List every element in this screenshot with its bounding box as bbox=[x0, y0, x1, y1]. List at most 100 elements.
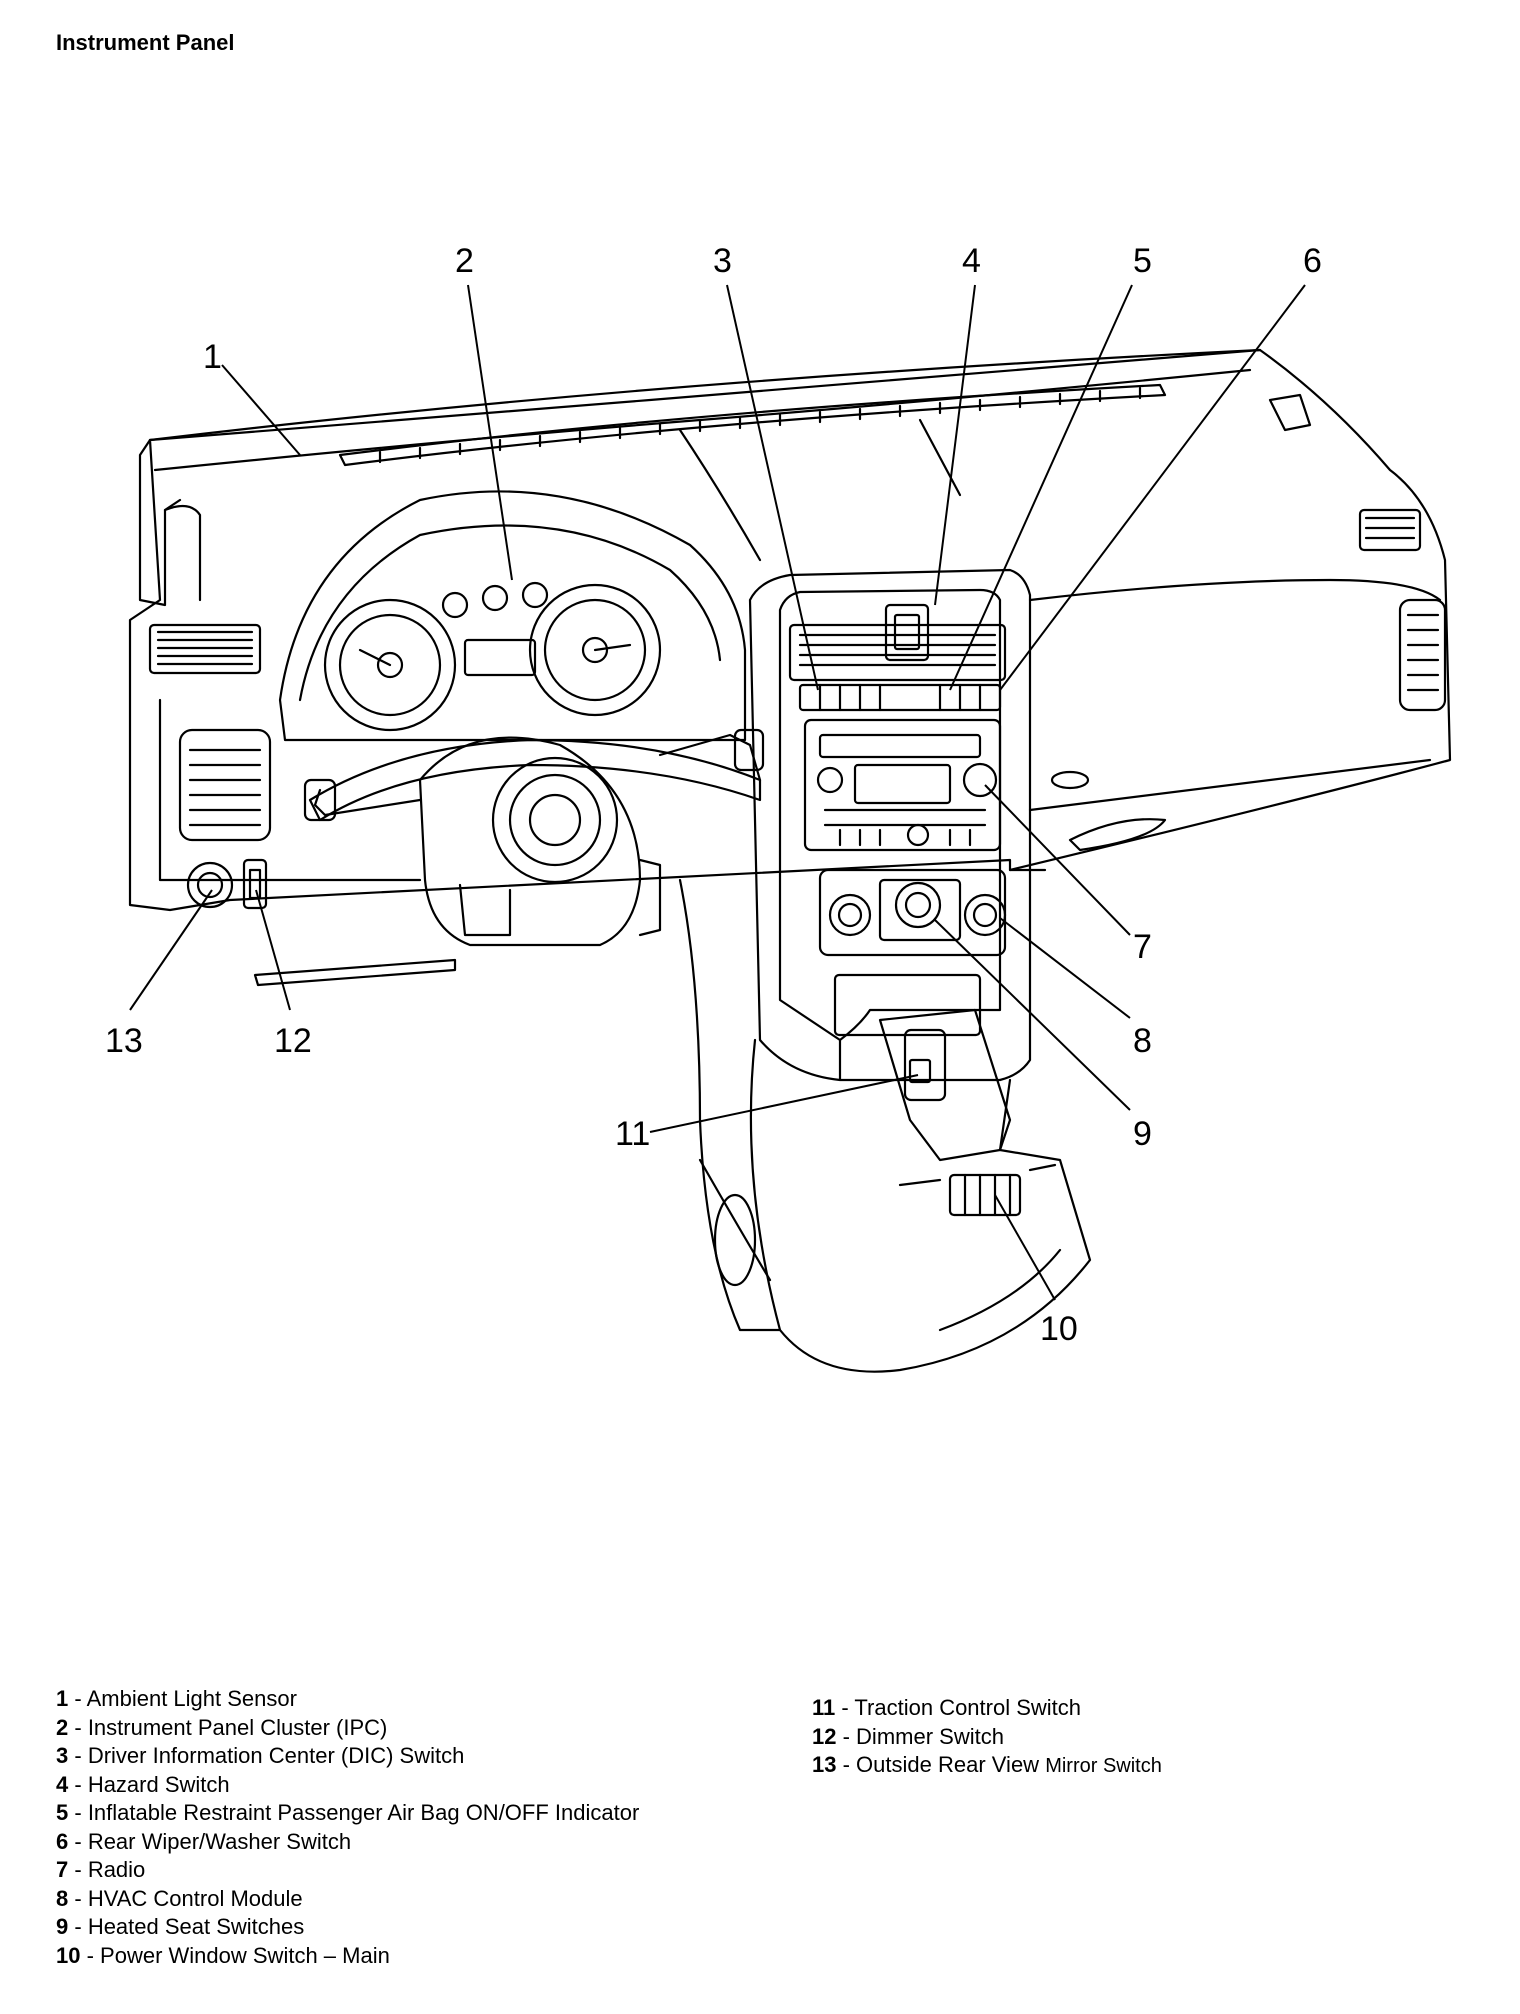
console bbox=[749, 1038, 1092, 1373]
legend-text: Inflatable Restraint Passenger Air Bag O… bbox=[87, 1800, 640, 1825]
legend-num: 5 bbox=[56, 1800, 69, 1825]
window-switch-panel bbox=[948, 1173, 1022, 1217]
glovebox-latch bbox=[1050, 770, 1090, 790]
hazard-switch bbox=[884, 603, 930, 662]
dashboard-outline bbox=[128, 348, 1452, 912]
steering-hub bbox=[418, 736, 642, 947]
leader-11 bbox=[649, 1074, 919, 1133]
legend-item: 9 - Heated Seat Switches bbox=[56, 1914, 305, 1939]
legend-item: 7 - Radio bbox=[56, 1857, 146, 1882]
legend-num: 6 bbox=[56, 1828, 69, 1854]
legend-num: 4 bbox=[56, 1771, 69, 1797]
legend-text: Ambient Light Sensor bbox=[86, 1686, 297, 1711]
radio bbox=[803, 718, 1002, 852]
leader-12 bbox=[255, 889, 291, 1011]
clockspring bbox=[491, 756, 619, 884]
left-vent bbox=[148, 623, 262, 675]
leader-7 bbox=[984, 784, 1131, 936]
page-title: Instrument Panel bbox=[56, 30, 235, 55]
callout-5: 5 bbox=[1133, 242, 1152, 280]
traction-control-switch bbox=[908, 1058, 932, 1084]
legend-item: 8 - HVAC Control Module bbox=[56, 1885, 303, 1911]
legend-item: 11 - Traction Control Switch bbox=[812, 1695, 1082, 1720]
callout-1: 1 bbox=[203, 338, 222, 376]
center-stack bbox=[748, 568, 1032, 1082]
instrument-panel-diagram: 1 2 3 4 5 6 7 8 9 10 11 12 13 bbox=[105, 242, 1452, 1373]
legend-num: 10 bbox=[56, 1942, 81, 1968]
legend-num: 3 bbox=[56, 1743, 69, 1768]
callout-11: 11 bbox=[615, 1115, 650, 1153]
legend-item: 3 - Driver Information Center (DIC) Swit… bbox=[56, 1743, 465, 1768]
leader-1 bbox=[221, 364, 301, 456]
callout-8: 8 bbox=[1133, 1022, 1152, 1060]
legend-num: 12 bbox=[812, 1723, 837, 1749]
legend-num: 11 bbox=[812, 1695, 836, 1720]
right-stalk bbox=[658, 733, 762, 782]
legend-item: 12 - Dimmer Switch bbox=[812, 1723, 1004, 1749]
leader-13 bbox=[129, 889, 213, 1011]
legend-num: 7 bbox=[56, 1857, 69, 1882]
legend-text: Hazard Switch bbox=[87, 1771, 230, 1797]
hvac-knob-left bbox=[828, 893, 872, 937]
callout-9: 9 bbox=[1133, 1115, 1152, 1153]
leader-2 bbox=[467, 284, 513, 581]
right-end-cap bbox=[1268, 393, 1312, 432]
glovebox-handle bbox=[1068, 818, 1167, 852]
left-gauge bbox=[323, 598, 457, 732]
leader-8 bbox=[999, 917, 1131, 1019]
leader-5 bbox=[949, 284, 1133, 691]
callout-4: 4 bbox=[962, 242, 981, 280]
cluster-hood bbox=[278, 490, 747, 742]
legend-text: Outside Rear View bbox=[856, 1752, 1046, 1777]
legend-text: Dimmer Switch bbox=[856, 1723, 1004, 1749]
callout-10: 10 bbox=[1040, 1310, 1078, 1348]
mirror-switch-knob bbox=[186, 861, 234, 909]
callout-7: 7 bbox=[1133, 928, 1152, 966]
legend-text-small: Mirror Switch bbox=[1045, 1755, 1162, 1777]
right-vent-side bbox=[1398, 598, 1447, 712]
left-stalk bbox=[313, 788, 422, 817]
legend-text: Driver Information Center (DIC) Switch bbox=[87, 1743, 465, 1768]
legend-text: Radio bbox=[87, 1857, 146, 1882]
console-speaker bbox=[713, 1193, 757, 1287]
leader-10 bbox=[994, 1194, 1056, 1301]
legend-num: 13 bbox=[812, 1752, 837, 1777]
legend-num: 8 bbox=[56, 1885, 69, 1911]
legend-text: Power Window Switch – Main bbox=[100, 1942, 390, 1968]
callout-13: 13 bbox=[105, 1022, 143, 1060]
steering-column bbox=[308, 738, 762, 822]
hvac-knob-right bbox=[963, 893, 1007, 937]
leader-9 bbox=[934, 919, 1131, 1111]
legend-text: Instrument Panel Cluster (IPC) bbox=[87, 1714, 388, 1740]
legend-left: 1 - Ambient Light Sensor 2 - Instrument … bbox=[56, 1685, 639, 1970]
legend-item: 5 - Inflatable Restraint Passenger Air B… bbox=[56, 1800, 640, 1825]
legend-item: 2 - Instrument Panel Cluster (IPC) bbox=[56, 1714, 388, 1740]
leader-6 bbox=[999, 284, 1306, 691]
leader-4 bbox=[934, 284, 976, 606]
legend-num: 1 bbox=[56, 1686, 69, 1711]
right-vent-upper bbox=[1358, 508, 1422, 552]
defrost-vent bbox=[338, 383, 1167, 467]
center-vent bbox=[788, 623, 1007, 682]
right-gauge bbox=[528, 583, 662, 717]
side-vent bbox=[178, 728, 272, 842]
legend-item: 4 - Hazard Switch bbox=[56, 1771, 230, 1797]
leader-3 bbox=[726, 284, 819, 691]
switch-strip bbox=[798, 683, 1002, 712]
shifter bbox=[903, 1028, 947, 1102]
callout-12: 12 bbox=[274, 1022, 312, 1060]
legend-text: Traction Control Switch bbox=[854, 1695, 1082, 1720]
callout-6: 6 bbox=[1303, 242, 1322, 280]
legend-text: HVAC Control Module bbox=[87, 1885, 303, 1911]
legend-item: 13 - Outside Rear View Mirror Switch bbox=[812, 1752, 1162, 1777]
legend-item: 6 - Rear Wiper/Washer Switch bbox=[56, 1828, 352, 1854]
legend-text: Rear Wiper/Washer Switch bbox=[87, 1828, 352, 1854]
legend-text: Heated Seat Switches bbox=[87, 1914, 305, 1939]
legend-item: 1 - Ambient Light Sensor bbox=[56, 1686, 297, 1711]
dimmer-switch bbox=[242, 858, 268, 910]
callout-3: 3 bbox=[713, 242, 732, 280]
hvac-knob-center bbox=[894, 881, 942, 929]
legend-num: 2 bbox=[56, 1714, 69, 1740]
legend-right: 11 - Traction Control Switch 12 - Dimmer… bbox=[812, 1694, 1162, 1781]
legend-item: 10 - Power Window Switch – Main bbox=[56, 1942, 390, 1968]
